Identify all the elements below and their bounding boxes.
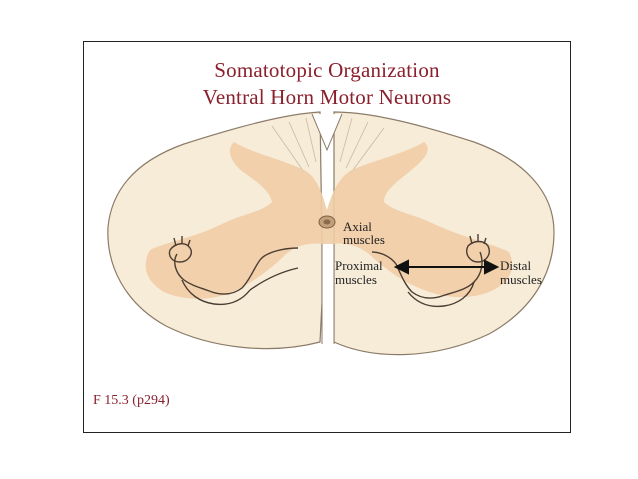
title-line-2: Ventral Horn Motor Neurons [202,85,452,109]
title-line-1: Somatotopic Organization [214,58,440,82]
proximal-distal-arrow [393,259,500,275]
left-arm-illustration [168,236,299,306]
proximal-muscles-label: muscles [335,272,377,287]
figure-frame: Somatotopic Organization Ventral Horn Mo… [83,41,571,433]
proximal-label: Proximal [335,258,383,273]
figure-caption: F 15.3 (p294) [93,393,170,408]
right-arm-illustration [371,234,490,308]
axial-muscles-label: muscles [343,232,385,247]
dorsal-column-lines [271,117,385,175]
distal-muscles-label: muscles [500,272,542,287]
dorsal-fissure [311,113,343,152]
axial-label: Axial [343,219,372,234]
spinal-cord-cross-section [107,111,555,356]
ventral-fissure [322,244,334,344]
distal-label: Distal [500,258,532,273]
